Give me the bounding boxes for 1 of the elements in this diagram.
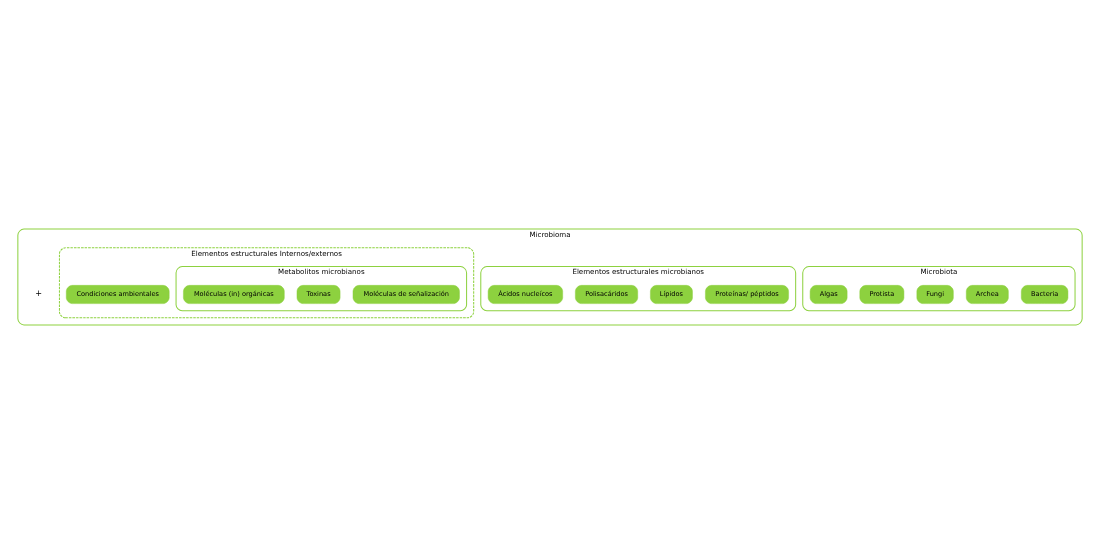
label: + (35, 288, 43, 299)
